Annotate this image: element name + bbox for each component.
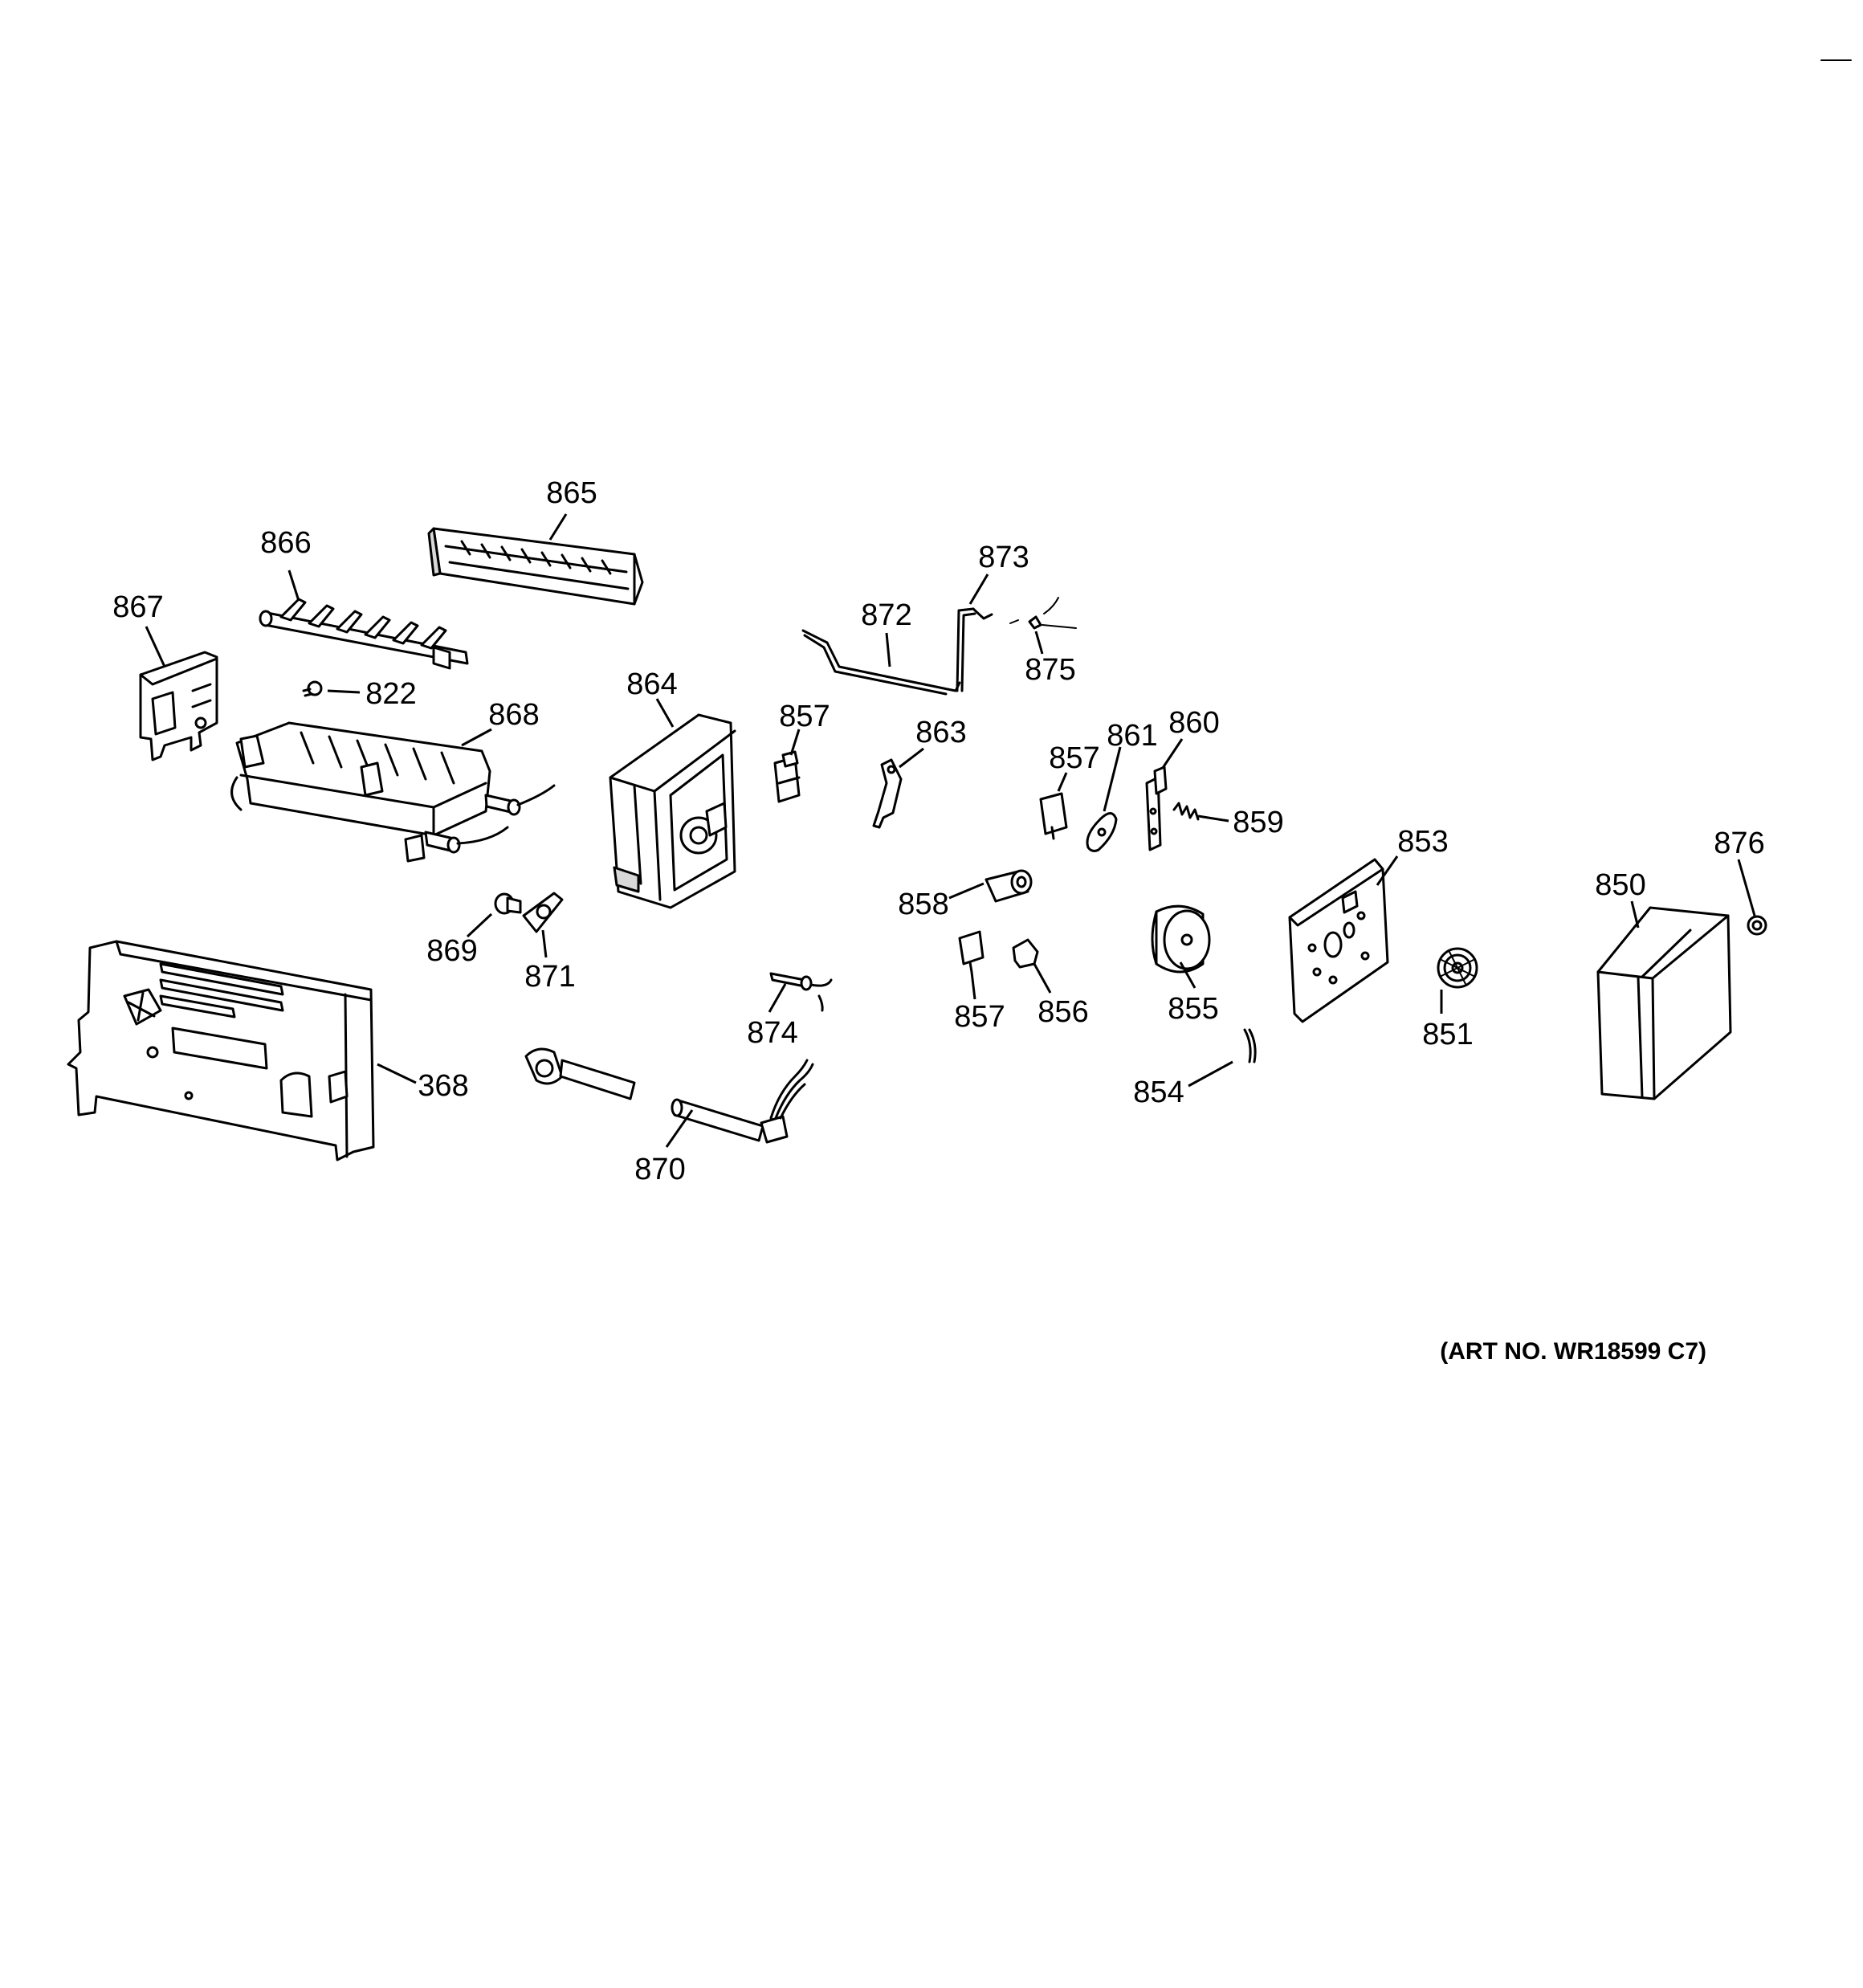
leader-850 (1630, 900, 1640, 929)
part-871-retainer (522, 892, 564, 933)
part-857-switch-c (958, 930, 984, 974)
label-part-861: 861 (1107, 719, 1157, 753)
part-861-cam (1086, 812, 1118, 852)
label-part-854: 854 (1133, 1076, 1184, 1109)
leader-lines (145, 513, 1756, 1148)
part-857-switch-b (1039, 792, 1068, 840)
label-part-871: 871 (524, 960, 575, 994)
part-labels: 865 866 867 822 868 864 872 873 875 857 … (112, 476, 1764, 1186)
part-868-ice-mold (230, 721, 556, 863)
part-865-guide (427, 527, 644, 606)
part-858-coupling (984, 869, 1033, 903)
part-368-bracket (67, 940, 375, 1161)
label-part-853: 853 (1397, 825, 1448, 859)
label-part-865: 865 (546, 476, 597, 510)
leader-870 (665, 1109, 694, 1148)
part-872-feeler-arm (801, 629, 961, 696)
part-864-housing (609, 713, 736, 909)
leader-865 (548, 513, 568, 541)
part-863-lever (872, 758, 903, 829)
leader-858 (948, 882, 984, 900)
label-part-874: 874 (747, 1016, 797, 1050)
label-part-850: 850 (1595, 868, 1645, 902)
label-part-869: 869 (426, 934, 477, 968)
label-part-872: 872 (861, 598, 911, 632)
label-part-863: 863 (915, 716, 966, 749)
part-867-bracket (139, 651, 218, 761)
part-866-ejector (259, 598, 469, 670)
leader-874 (768, 983, 787, 1013)
part-822-screw (302, 680, 323, 697)
label-part-870: 870 (634, 1153, 685, 1186)
label-part-856: 856 (1037, 995, 1088, 1029)
leader-859 (1197, 814, 1229, 823)
label-part-855: 855 (1168, 992, 1218, 1026)
leader-863 (899, 747, 924, 769)
leader-368 (377, 1063, 417, 1084)
label-part-876: 876 (1714, 827, 1764, 860)
leader-855 (1179, 961, 1196, 989)
label-part-859: 859 (1233, 806, 1283, 839)
leader-876 (1737, 859, 1756, 916)
leader-856 (1033, 963, 1052, 994)
leader-864 (655, 698, 675, 728)
leader-854 (1188, 1060, 1233, 1088)
part-870-harness (671, 1059, 814, 1144)
label-part-873: 873 (978, 541, 1029, 574)
label-part-875: 875 (1025, 653, 1075, 687)
label-part-368: 368 (418, 1069, 468, 1103)
part-856-clip (1012, 938, 1039, 969)
label-part-867: 867 (112, 590, 163, 624)
leader-853 (1376, 855, 1399, 886)
part-873-shutoff-arm (956, 607, 993, 692)
leader-866 (287, 569, 300, 602)
part-853-plate (1288, 858, 1389, 1023)
leader-857c (970, 971, 976, 1000)
part-850-cover (1596, 906, 1732, 1100)
label-part-857-c: 857 (954, 1000, 1005, 1034)
leader-860 (1161, 738, 1184, 769)
leader-861 (1103, 746, 1122, 812)
label-part-864: 864 (626, 667, 677, 701)
label-part-868: 868 (488, 698, 539, 732)
leader-875 (1034, 631, 1044, 655)
leader-867 (145, 626, 166, 667)
part-851-gear (1437, 947, 1478, 989)
part-875-clip (1009, 597, 1077, 630)
part-859-spring (1172, 802, 1200, 821)
leader-873 (968, 574, 989, 605)
part-857-switch-a (773, 750, 801, 803)
leader-857a (789, 729, 801, 756)
label-part-857-b: 857 (1049, 741, 1099, 775)
leader-857b (1057, 772, 1068, 792)
leader-868 (461, 728, 492, 747)
label-part-866: 866 (260, 526, 311, 560)
label-part-860: 860 (1168, 706, 1219, 740)
part-860-bracket (1145, 765, 1168, 851)
leader-869 (466, 912, 493, 938)
part-heater-cord (524, 1047, 636, 1100)
part-874-screw (769, 972, 833, 1012)
label-part-857-a: 857 (779, 700, 830, 733)
part-876-nut (1747, 915, 1767, 936)
label-part-851: 851 (1422, 1018, 1473, 1051)
label-part-858: 858 (898, 888, 948, 921)
art-number: (ART NO. WR18599 C7) (1440, 1338, 1706, 1365)
leader-872 (885, 632, 891, 667)
leader-822 (327, 689, 361, 694)
part-869-grommet (494, 892, 522, 915)
part-855-motor (1151, 904, 1211, 974)
leader-871 (541, 929, 548, 958)
part-854-spring (1243, 1028, 1257, 1063)
label-part-822: 822 (365, 677, 416, 711)
